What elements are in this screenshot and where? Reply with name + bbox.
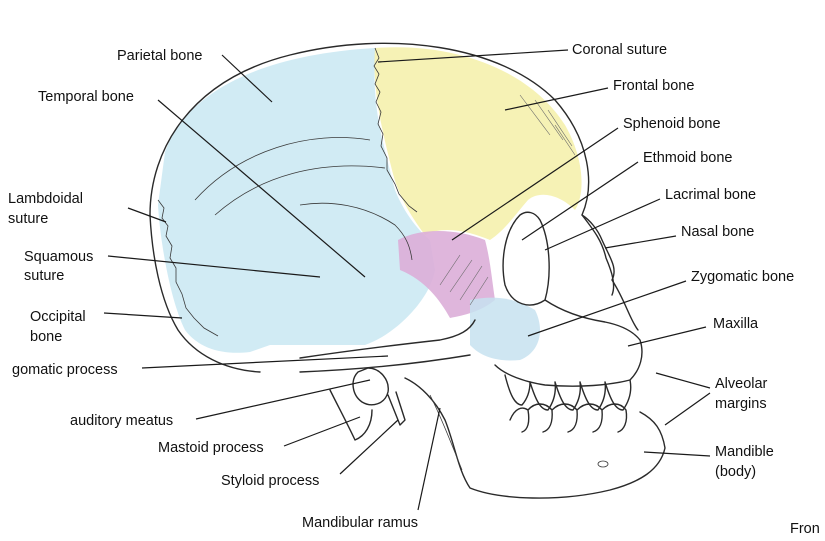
- label-frontal-bone: Frontal bone: [613, 78, 694, 94]
- squamous-suture-line: [299, 202, 413, 261]
- mandible-outline: [404, 377, 666, 499]
- leader-sphenoid: [451, 127, 619, 241]
- skull-line-art: [149, 42, 666, 499]
- ear-region: [352, 367, 389, 406]
- cranium-outline: [149, 42, 639, 331]
- label-mandible-body-line2: (body): [715, 464, 756, 480]
- upper-teeth: [504, 374, 632, 411]
- frontal-region: [374, 47, 582, 241]
- leader-mandibular-ramus: [417, 407, 441, 511]
- label-alveolar-margins-line1: Alveolar: [715, 376, 768, 392]
- leader-maxilla: [627, 326, 707, 347]
- leader-lacrimal: [544, 198, 661, 251]
- label-zygomatic-process: gomatic process: [12, 362, 118, 378]
- occipital-outline: [149, 214, 261, 373]
- leader-nasal: [604, 235, 677, 249]
- leader-squamous: [107, 255, 321, 278]
- leader-lines: [103, 49, 711, 511]
- label-lambdoidal-suture-line1: Lambdoidal: [8, 191, 83, 207]
- maxilla-outline: [494, 299, 643, 387]
- label-nasal-bone: Nasal bone: [681, 224, 754, 240]
- leader-zygomatic-bone: [527, 280, 687, 337]
- sphenoid-hatching: [439, 254, 489, 306]
- label-lambdoidal-suture-line2: suture: [8, 211, 48, 227]
- mastoid-outline: [329, 389, 373, 441]
- mental-foramen: [597, 460, 609, 468]
- labels: Parietal bone Temporal bone Lambdoidal s…: [8, 42, 820, 537]
- leader-coronal: [377, 49, 569, 63]
- label-squamous-suture-line1: Squamous: [24, 249, 93, 265]
- label-occipital-bone-line1: Occipital: [30, 309, 86, 325]
- sphenoid-region: [398, 231, 495, 318]
- bone-regions: [158, 47, 582, 361]
- label-parietal-bone: Parietal bone: [117, 48, 202, 64]
- label-styloid-process: Styloid process: [221, 473, 319, 489]
- zygomatic-arch: [299, 319, 476, 373]
- parietal-temporal-region: [158, 48, 435, 353]
- zygomatic-region: [470, 297, 540, 361]
- frontal-hatching: [519, 94, 576, 156]
- leader-mastoid: [283, 416, 361, 447]
- leader-temporal: [157, 99, 366, 278]
- label-corner-text: Fron: [790, 521, 820, 537]
- leader-auditory-meatus: [195, 379, 371, 420]
- label-mandibular-ramus: Mandibular ramus: [302, 515, 418, 531]
- label-zygomatic-bone: Zygomatic bone: [691, 269, 794, 285]
- leader-parietal: [221, 54, 273, 103]
- label-alveolar-margins-line2: margins: [715, 396, 767, 412]
- temporal-lines: [194, 137, 386, 216]
- leader-frontal: [504, 87, 609, 111]
- label-external-auditory-meatus: auditory meatus: [70, 413, 173, 429]
- lower-teeth: [509, 403, 628, 433]
- label-mandible-body-line1: Mandible: [715, 444, 774, 460]
- label-squamous-suture-line2: suture: [24, 268, 64, 284]
- label-occipital-bone-line2: bone: [30, 329, 62, 345]
- leader-alveolar-upper: [655, 372, 711, 389]
- ramus-line: [429, 394, 463, 471]
- label-maxilla: Maxilla: [713, 316, 759, 332]
- label-ethmoid-bone: Ethmoid bone: [643, 150, 732, 166]
- label-coronal-suture: Coronal suture: [572, 42, 667, 58]
- label-sphenoid-bone: Sphenoid bone: [623, 116, 721, 132]
- leader-occipital: [103, 312, 183, 319]
- label-lacrimal-bone: Lacrimal bone: [665, 187, 756, 203]
- nasal-outline: [581, 214, 615, 296]
- label-temporal-bone: Temporal bone: [38, 89, 134, 105]
- styloid-outline: [387, 391, 406, 426]
- leader-styloid: [339, 419, 399, 475]
- coronal-suture-line: [373, 47, 418, 213]
- leader-alveolar-lower: [664, 392, 711, 426]
- leader-zygomatic-process: [141, 355, 389, 369]
- label-mastoid-process: Mastoid process: [158, 440, 264, 456]
- leader-ethmoid: [521, 161, 639, 241]
- leader-lambdoidal: [127, 207, 167, 223]
- leader-mandible-body: [643, 451, 711, 457]
